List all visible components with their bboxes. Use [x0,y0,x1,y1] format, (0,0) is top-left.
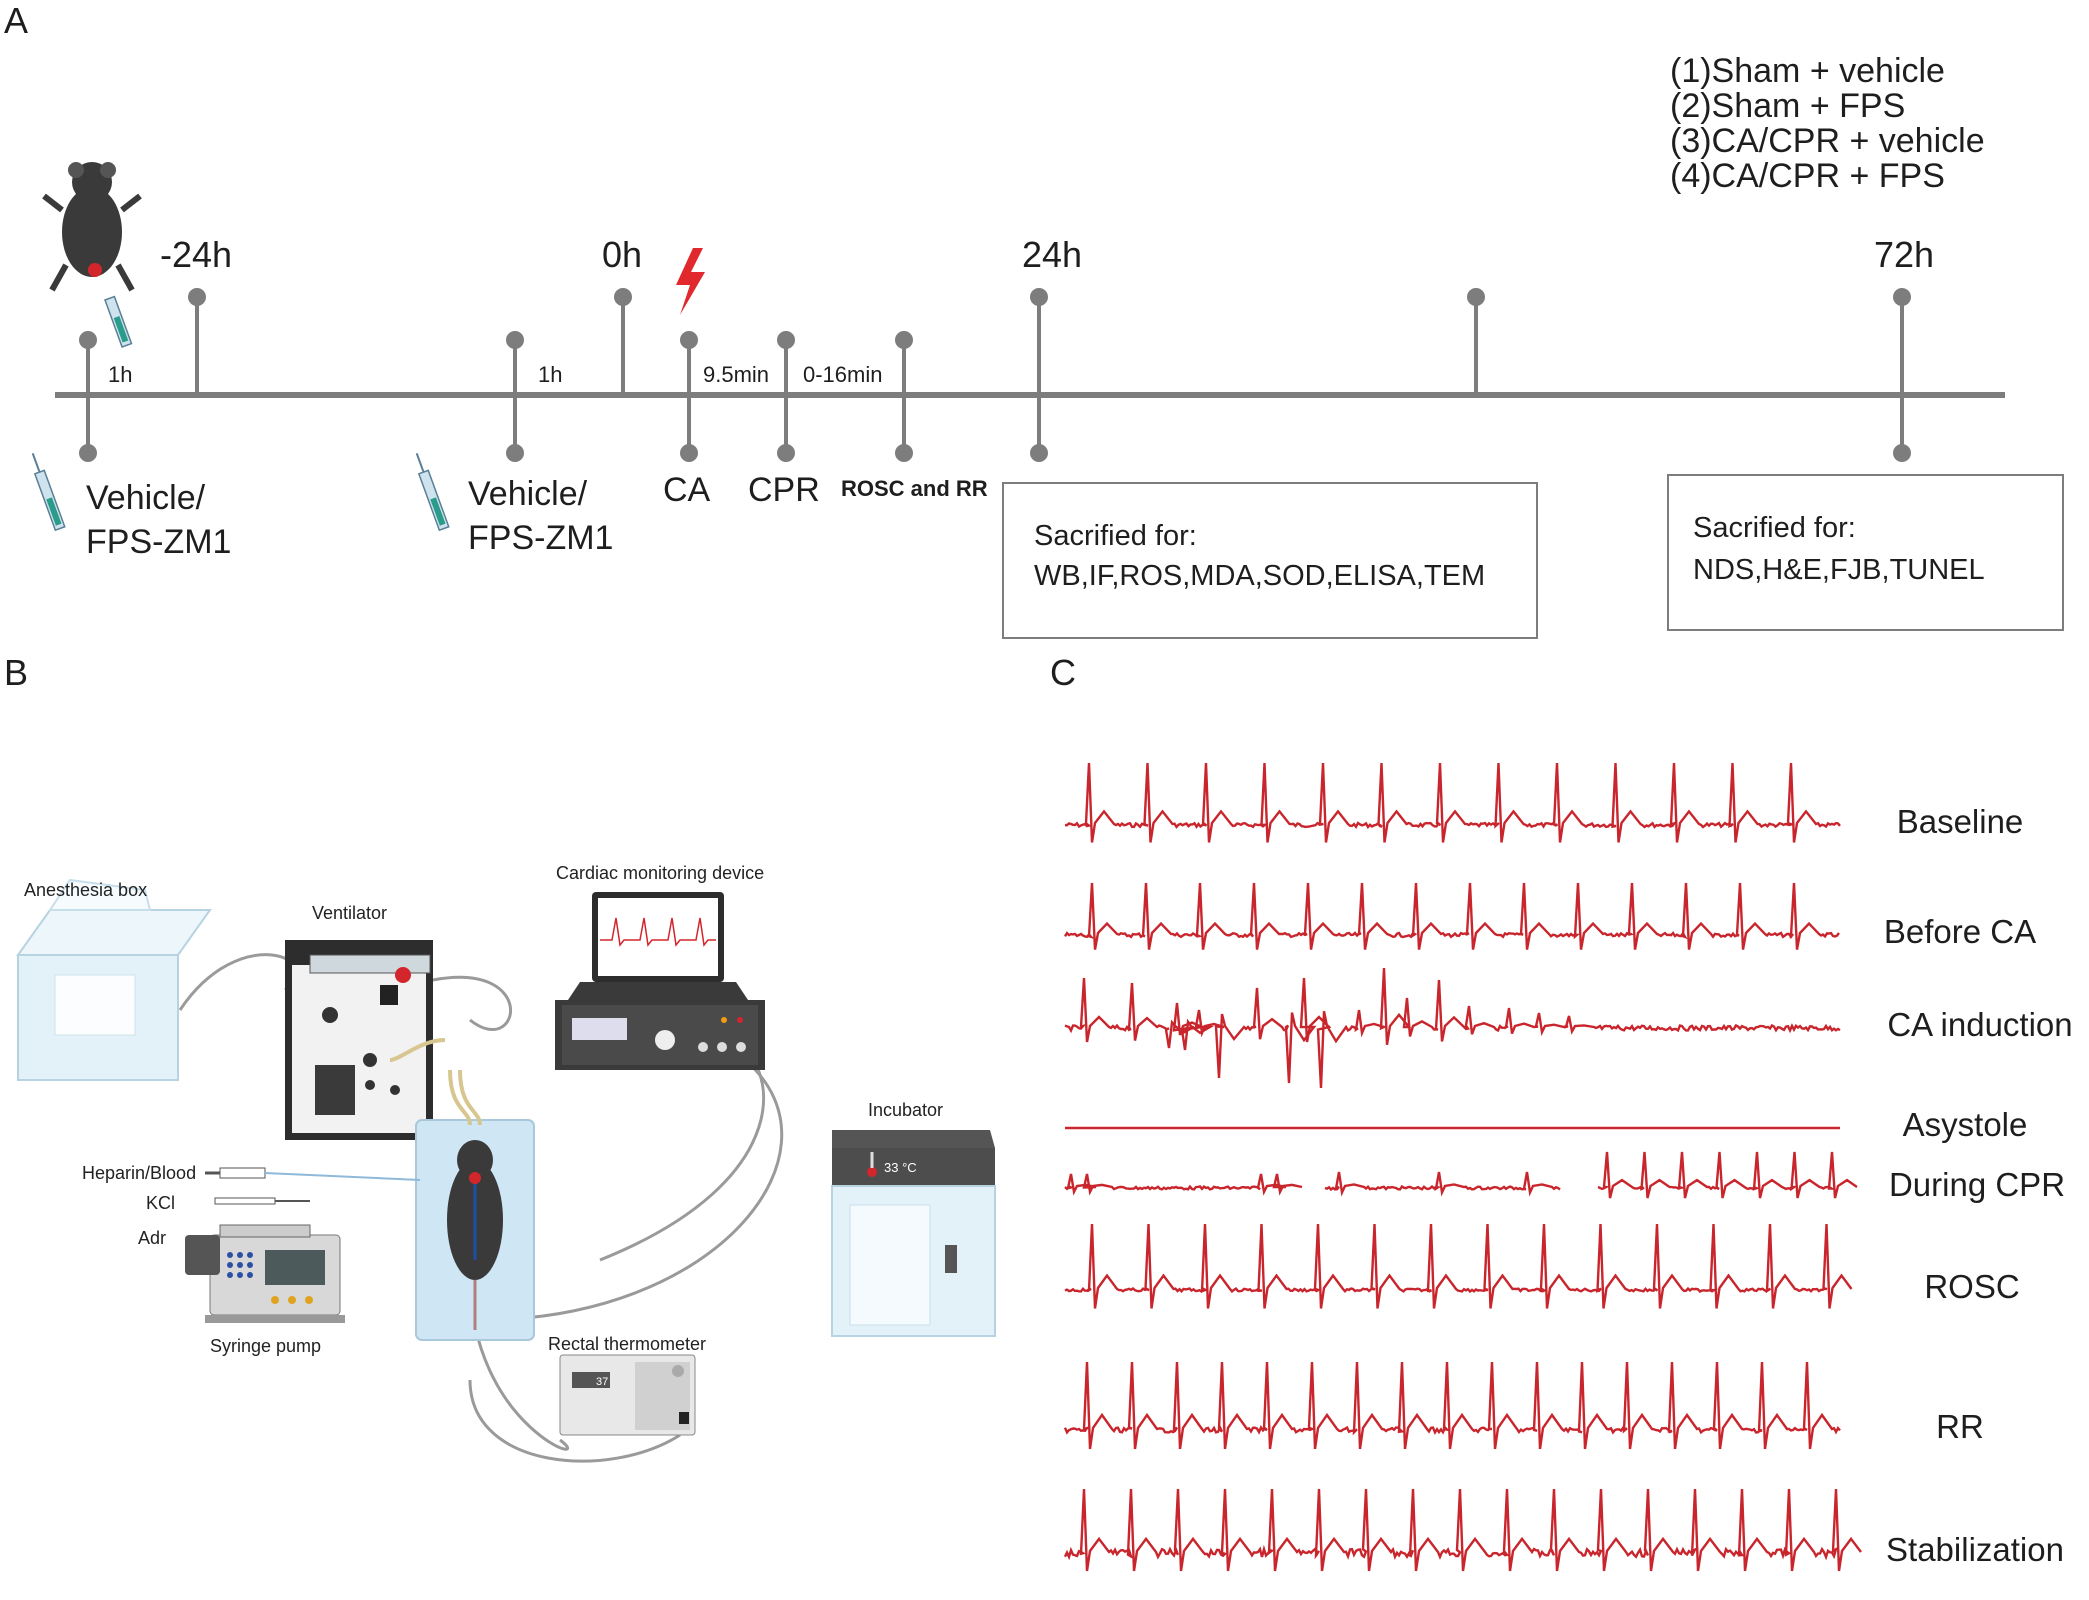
timeline-tick-dot [895,331,913,349]
timeline-tick-dot [79,444,97,462]
time-label-24h: 24h [1022,234,1083,275]
timeline-tick-dot [680,444,698,462]
ecg-label-ca-induction: CA induction [1887,1006,2073,1043]
group-item: (1)Sham + vehicle [1670,52,1945,90]
label-kcl: KCl [146,1193,176,1213]
timeline-tick-dot [506,444,524,462]
interval-1h-first: 1h [108,362,133,387]
time-label-72h: 72h [1874,234,1935,275]
timeline-tick-dot [614,288,632,306]
mouse-icon [42,162,142,348]
ecg-label-asystole: Asystole [1902,1106,2028,1143]
rectal-thermometer-icon: 37 [559,1354,696,1436]
event-rosc-rr: ROSC and RR [841,476,988,501]
ecg-trace-ca-induction [1064,967,1841,1089]
timeline-tick-dot [777,444,795,462]
ecg-trace-baseline [1064,762,1841,843]
svg-text:37: 37 [596,1376,608,1388]
interval-9-5min: 9.5min [703,362,770,387]
ecg-label-rosc: ROSC [1924,1268,2020,1305]
kcl-syringe-icon [214,1197,310,1205]
box-title: Sacrified for: [1693,512,1856,544]
time-label-minus-24h: -24h [160,234,233,275]
sacrifice-box-24h: Sacrified for: WB,IF,ROS,MDA,SOD,ELISA,T… [1002,482,1538,639]
label-ventilator: Ventilator [312,903,388,923]
syringe-icon [31,452,66,532]
ecg-label-stabilization: Stabilization [1886,1531,2064,1568]
ecg-trace-cpr-segment [1324,1171,1561,1197]
lightning-icon [676,248,705,315]
event-cpr: CPR [748,471,820,509]
interval-0-16min: 0-16min [803,362,883,387]
cardiac-monitor-icon [555,892,765,1070]
event-line: FPS-ZM1 [86,523,232,561]
group-item: (4)CA/CPR + FPS [1670,157,1945,195]
time-label-0h: 0h [602,234,643,275]
ecg-trace-before-ca [1063,882,1840,950]
event-line: Vehicle/ [86,479,206,517]
timeline-tick-dot [777,331,795,349]
ecg-trace-stabilization [1063,1488,1862,1572]
box-body: NDS,H&E,FJB,TUNEL [1693,554,1985,586]
label-rectal-thermometer: Rectal thermometer [548,1334,707,1354]
timeline-svg [31,162,2005,532]
event-vehicle-second: Vehicle/ FPS-ZM1 [468,472,613,560]
ecg-trace-cpr-segment [1597,1151,1858,1199]
timeline-tick-dot [1030,444,1048,462]
ecg-trace-rr [1063,1361,1841,1450]
event-line: FPS-ZM1 [468,519,614,557]
event-line: Vehicle/ [468,475,588,513]
interval-1h-second: 1h [538,362,563,387]
syringe-icon [415,452,450,532]
ecg-trace-cpr-segment [1064,1173,1303,1196]
label-syringe-pump: Syringe pump [210,1336,322,1356]
group-item: (3)CA/CPR + vehicle [1670,122,1985,160]
group-list: (1)Sham + vehicle (2)Sham + FPS (3)CA/CP… [1670,54,1985,194]
ecg-label-during-cpr: During CPR [1888,1166,2066,1203]
sacrifice-box-72h: Sacrified for: NDS,H&E,FJB,TUNEL [1667,474,2064,631]
anesthesia-box-icon [16,878,212,1081]
box-title: Sacrified for: [1034,520,1197,552]
timeline-tick-dot [1893,288,1911,306]
incubator-icon [831,1130,996,1337]
timeline-tick-dot [79,331,97,349]
label-incubator: Incubator [868,1100,944,1120]
timeline-tick-dot [680,331,698,349]
panel-label-b: B [4,652,29,693]
ecg-label-baseline: Baseline [1896,803,2024,840]
timeline-tick-dot [1030,288,1048,306]
panel-label-a: A [4,0,29,41]
ecg-trace-rosc [1064,1223,1853,1309]
group-item: (2)Sham + FPS [1670,87,1906,125]
label-cardiac-monitor: Cardiac monitoring device [556,863,765,883]
panel-label-c: C [1050,652,1076,693]
timeline-tick-dot [1893,444,1911,462]
timeline-tick-dot [188,288,206,306]
label-anesthesia-box: Anesthesia box [24,880,148,900]
label-incubator-temp: 33 °C [884,1160,917,1175]
timeline-tick-dot [506,331,524,349]
ecg-label-before-ca: Before CA [1883,913,2037,950]
label-adr: Adr [138,1228,167,1248]
label-heparin-blood: Heparin/Blood [82,1163,197,1183]
event-ca: CA [663,471,711,509]
ventilator-icon [285,940,433,1140]
mouse-platform-icon [389,1038,535,1341]
timeline-tick-dot [1467,288,1485,306]
ecg-label-rr: RR [1936,1408,1984,1445]
event-vehicle-first: Vehicle/ FPS-ZM1 [86,476,231,564]
syringe-pump-icon [185,1224,345,1323]
box-body: WB,IF,ROS,MDA,SOD,ELISA,TEM [1034,560,1486,592]
heparin-syringe-icon [205,1167,421,1181]
timeline-tick-dot [895,444,913,462]
